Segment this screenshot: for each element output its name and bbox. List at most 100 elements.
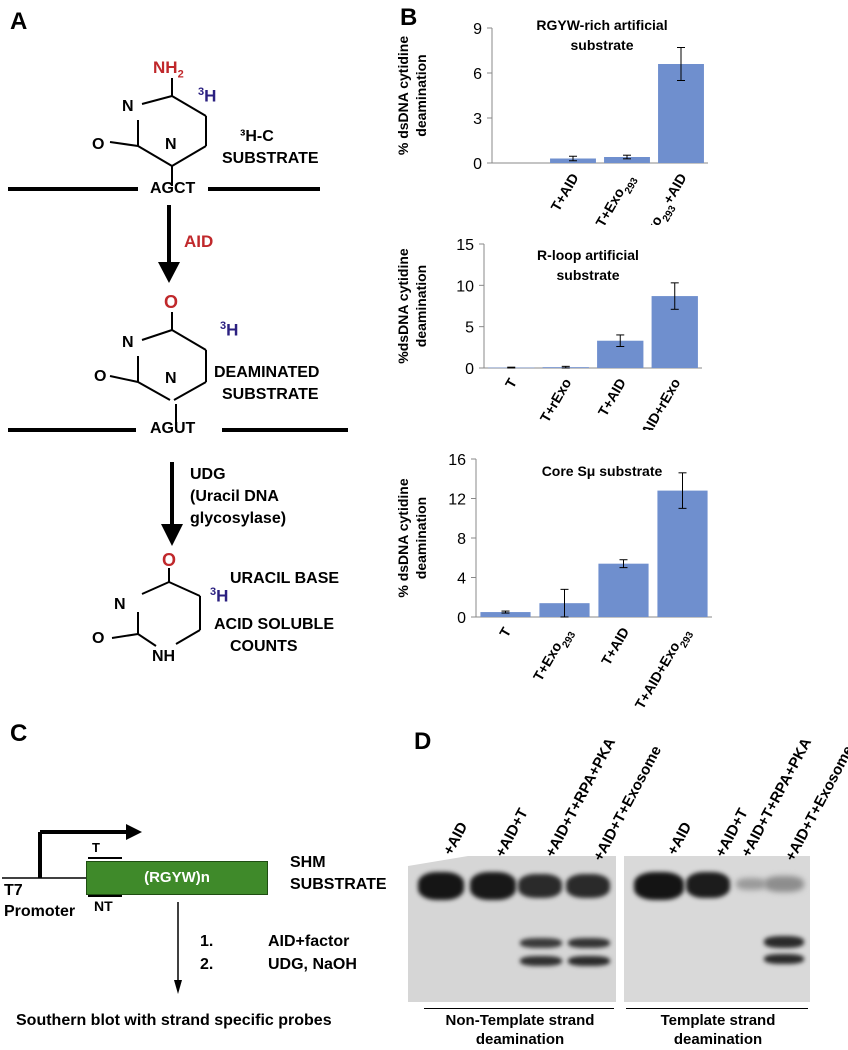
nt-strand-label: NT	[94, 898, 113, 914]
chart1-category-label: T+Exo293+AID	[630, 171, 694, 226]
chart2-ytick-label: 0	[465, 361, 474, 378]
divider-right	[626, 1008, 808, 1009]
chart2-category-label: T+rExo	[537, 376, 575, 425]
chart3-category-label: T	[496, 624, 514, 640]
t7-label-1: T7	[4, 882, 23, 899]
t7-label-2: Promoter	[4, 903, 76, 920]
chart3-title: Core Sμ substrate	[542, 463, 663, 479]
chart2-ylabel-2: deamination	[413, 265, 429, 347]
step-2-text: UDG, NaOH	[268, 956, 357, 973]
gel-template	[624, 856, 810, 1002]
o-atom-carbonyl-2: O	[164, 292, 179, 312]
chart1-category-label: T+AID	[547, 171, 581, 214]
chart1-ylabel-1: % dsDNA cytidine	[395, 36, 411, 155]
shm-label-1: SHM	[290, 854, 326, 871]
deaminated-label-1: DEAMINATED	[214, 364, 320, 381]
step-1-num: 1.	[200, 933, 214, 950]
chart3-ytick-label: 4	[457, 571, 466, 588]
chart2-ylabel-1: %dsDNA cytidine	[395, 248, 411, 364]
chart2-ytick-label: 10	[456, 278, 474, 295]
n-atom-2b: N	[165, 370, 177, 387]
panel-label-c: C	[10, 720, 28, 747]
step-1-text: AID+factor	[268, 933, 350, 950]
panel-label-a: A	[10, 8, 28, 35]
chart1-ylabel-2: deamination	[413, 54, 429, 136]
chart2-ytick-label: 15	[456, 237, 474, 254]
chart2-category-label: T	[502, 375, 520, 391]
substrate-label-2: SUBSTRATE	[222, 150, 319, 167]
n-atom-3: N	[114, 596, 126, 613]
chart2-title-2: substrate	[556, 267, 619, 283]
shm-substrate-box: (RGYW)n	[86, 861, 268, 895]
chart3-bar	[598, 563, 649, 617]
chart3-ytick-label: 8	[457, 531, 466, 548]
chart3-category-label: T+Exo293	[530, 624, 578, 686]
o-atom-2: O	[94, 368, 107, 385]
caption-template-2: deamination	[673, 1031, 763, 1048]
chart1-ytick-label: 3	[473, 111, 482, 128]
acid-soluble-label-1: ACID SOLUBLE	[214, 616, 334, 633]
rgyw-label: (RGYW)n	[144, 869, 210, 886]
uracil-base-label: URACIL BASE	[230, 570, 340, 587]
chart2-title-1: R-loop artificial	[537, 247, 639, 263]
tritium-label-3: 3H	[210, 586, 229, 606]
panel-a-schematic	[8, 78, 348, 647]
panel-label-b: B	[400, 4, 418, 31]
chart3-ytick-label: 16	[448, 452, 466, 469]
panel-c-schematic	[2, 824, 182, 994]
n-atom-1b: N	[165, 136, 177, 153]
deaminated-label-2: SUBSTRATE	[222, 386, 319, 403]
t-strand-label: T	[92, 840, 100, 855]
nh2-label: NH2	[153, 58, 184, 81]
gel-non-template	[408, 856, 616, 1002]
chart1-title-2: substrate	[570, 37, 633, 53]
tritium-label-1: 3H	[198, 86, 217, 106]
lane-label-right-1: +AID	[664, 819, 696, 858]
chart2-category-label: T+AID	[595, 376, 629, 419]
caption-non-template-2: deamination	[475, 1031, 565, 1048]
aid-label: AID	[184, 232, 214, 251]
chart3-category-label: T+AID	[598, 625, 632, 668]
lane-label-left-2: +AID+T	[492, 805, 532, 860]
acid-soluble-label-2: COUNTS	[230, 638, 298, 655]
n-atom-1: N	[122, 98, 134, 115]
o-atom-carbonyl-3: O	[162, 550, 177, 570]
nh-atom-3: NH	[152, 648, 176, 665]
caption-non-template-1: Non-Template strand	[445, 1012, 595, 1029]
chart3-ytick-label: 0	[457, 610, 466, 627]
chart3-ytick-label: 12	[448, 492, 466, 509]
chart3-category-label: T+AID+Exo293	[632, 624, 697, 710]
chart1-ytick-label: 0	[473, 156, 482, 173]
chart2-category-label: T+AID+rExo	[629, 376, 683, 431]
sequence-agut: AGUT	[150, 420, 196, 437]
shm-label-2: SUBSTRATE	[290, 876, 387, 893]
chart1-category-label: T+Exo293	[592, 170, 640, 225]
tritium-label-2: 3H	[220, 320, 239, 340]
chart1-ytick-label: 9	[473, 21, 482, 38]
chart2-ytick-label: 5	[465, 320, 474, 337]
n-atom-2: N	[122, 334, 134, 351]
caption-template-1: Template strand	[660, 1012, 776, 1029]
chart3-bar	[480, 612, 531, 617]
chart3-bar	[657, 490, 708, 617]
udg-label-1: UDG	[190, 466, 226, 483]
o-atom-3: O	[92, 630, 105, 647]
southern-blot-label: Southern blot with strand specific probe…	[16, 1012, 332, 1029]
divider-left	[424, 1008, 614, 1009]
panel-label-d: D	[414, 728, 432, 755]
sequence-agct: AGCT	[150, 180, 196, 197]
udg-label-2: (Uracil DNA	[190, 488, 279, 505]
chart1-title-1: RGYW-rich artificial	[536, 17, 667, 33]
o-atom-1: O	[92, 136, 105, 153]
udg-label-3: glycosylase)	[190, 510, 287, 527]
chart1-bar	[604, 157, 650, 163]
substrate-label-1: ³H-C	[240, 128, 274, 145]
step-2-num: 2.	[200, 956, 214, 973]
chart1-ytick-label: 6	[473, 66, 482, 83]
chart3-ylabel-2: deamination	[413, 497, 429, 579]
chart3-ylabel-1: % dsDNA cytidine	[395, 478, 411, 597]
lane-label-left-1: +AID	[440, 819, 472, 858]
